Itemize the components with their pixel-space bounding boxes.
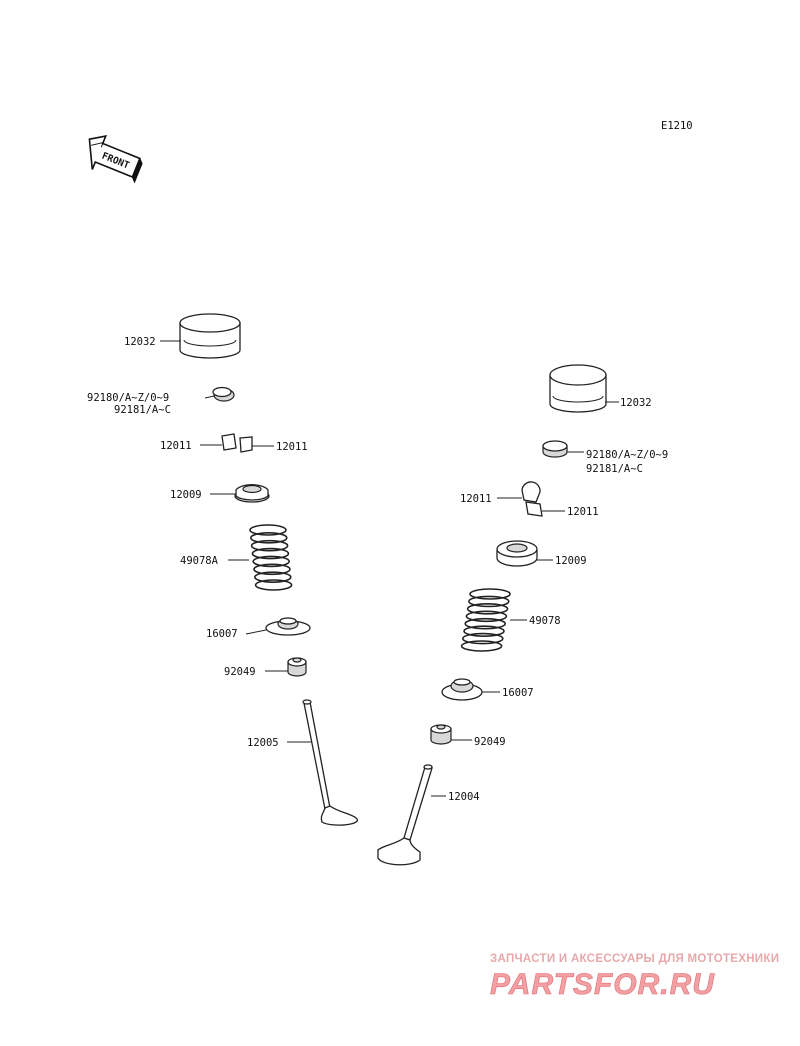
spring-coil bbox=[465, 610, 508, 623]
right-spring-retainer bbox=[496, 540, 538, 567]
left-cotter-label-a: 12011 bbox=[160, 440, 192, 452]
spring-coil bbox=[251, 547, 290, 560]
left-seal-label: 92049 bbox=[224, 666, 256, 678]
spring-coil bbox=[249, 524, 287, 536]
right-shim-label-1: 92180/A~Z/0~9 bbox=[586, 449, 668, 461]
spring-coil bbox=[466, 603, 509, 615]
right-spring-seat bbox=[441, 678, 483, 701]
left-spring-label: 49078A bbox=[180, 555, 219, 567]
left-cotter-label-b: 12011 bbox=[276, 441, 308, 453]
spring-coil bbox=[461, 632, 504, 645]
left-spring-seat bbox=[265, 617, 311, 636]
right-lifter-label: 12032 bbox=[620, 397, 652, 409]
left-shim-label-1: 92180/A~Z/0~9 bbox=[87, 392, 169, 404]
left-retainer-label: 12009 bbox=[170, 489, 202, 501]
right-valve-spring bbox=[460, 588, 511, 652]
left-oil-seal bbox=[287, 657, 307, 677]
right-valve bbox=[377, 764, 433, 866]
spring-coil bbox=[252, 555, 291, 568]
spring-coil bbox=[464, 617, 507, 630]
right-oil-seal bbox=[430, 724, 452, 745]
right-spring-label: 49078 bbox=[529, 615, 561, 627]
spring-coil bbox=[249, 532, 288, 544]
watermark-tagline: ЗАПЧАСТИ И АКСЕССУАРЫ ДЛЯ МОТОТЕХНИКИ bbox=[490, 953, 779, 965]
spring-coil bbox=[460, 640, 503, 652]
left-spring-retainer bbox=[234, 484, 270, 503]
right-cotter-label-a: 12011 bbox=[460, 493, 492, 505]
left-valve-label: 12005 bbox=[247, 737, 279, 749]
spring-coil bbox=[250, 539, 289, 552]
right-retainer-label: 12009 bbox=[555, 555, 587, 567]
right-shim bbox=[542, 440, 568, 458]
diagram-code: E1210 bbox=[661, 120, 693, 132]
spring-coil bbox=[254, 579, 293, 591]
right-valve-label: 12004 bbox=[448, 791, 480, 803]
spring-coil bbox=[469, 588, 511, 600]
spring-coil bbox=[253, 563, 291, 576]
spring-coil bbox=[253, 571, 292, 583]
left-seat-label: 16007 bbox=[206, 628, 238, 640]
right-valve-lifter bbox=[549, 364, 607, 413]
spring-coil bbox=[467, 595, 510, 608]
left-lifter-label: 12032 bbox=[124, 336, 156, 348]
left-shim-label-2: 92181/A~C bbox=[114, 404, 171, 416]
right-seat-label: 16007 bbox=[502, 687, 534, 699]
front-arrow-icon: FRONT bbox=[88, 135, 143, 184]
right-cotters bbox=[521, 481, 543, 517]
watermark-brand: PARTSFOR.RU bbox=[490, 968, 715, 1001]
left-valve-spring bbox=[249, 524, 293, 591]
left-shim bbox=[212, 386, 235, 402]
left-cotters bbox=[221, 433, 253, 453]
left-valve-lifter bbox=[179, 313, 241, 359]
left-valve bbox=[302, 699, 359, 826]
spring-coil bbox=[463, 625, 505, 637]
right-seal-label: 92049 bbox=[474, 736, 506, 748]
right-cotter-label-b: 12011 bbox=[567, 506, 599, 518]
right-shim-label-2: 92181/A~C bbox=[586, 463, 643, 475]
